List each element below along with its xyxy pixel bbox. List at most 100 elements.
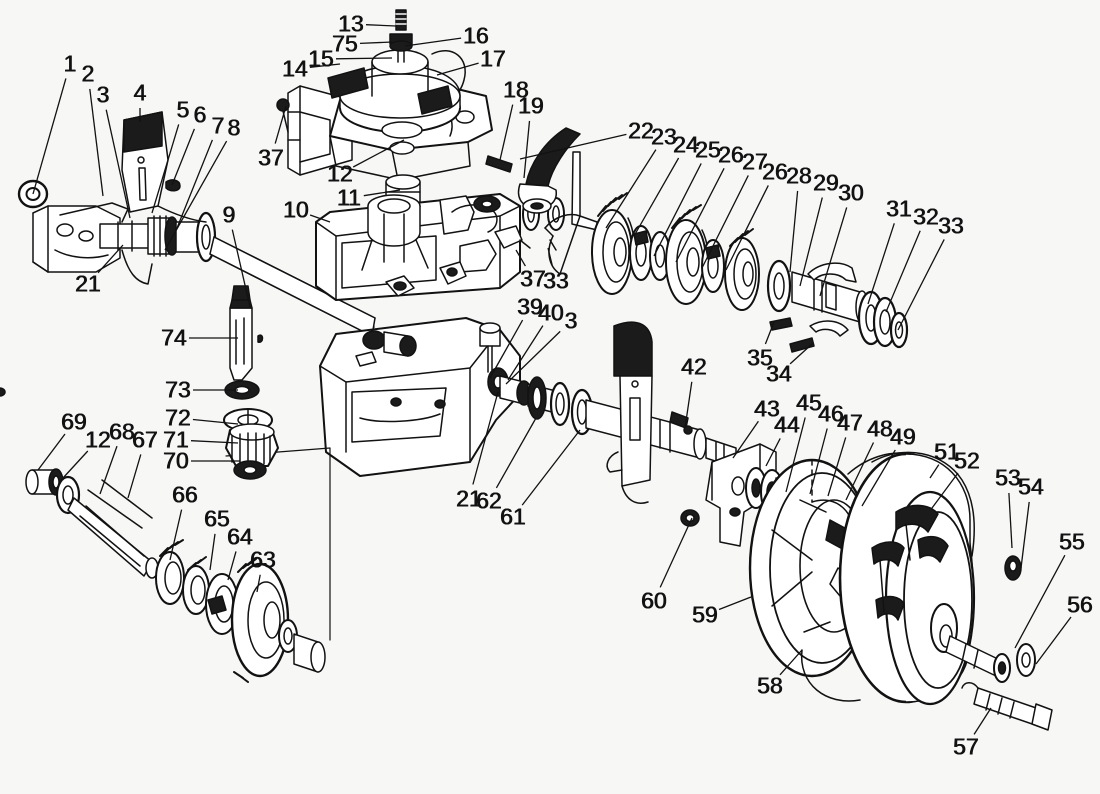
leader-line-40 — [507, 325, 544, 381]
top-control-assembly — [276, 9, 493, 226]
callout-number-65: 65 — [204, 505, 230, 532]
callout-number-13: 13 — [338, 10, 364, 37]
leader-line-47 — [827, 437, 847, 497]
callout-number-47: 47 — [837, 409, 863, 436]
leader-line-22 — [519, 133, 627, 160]
callout-number-48: 48 — [867, 415, 893, 442]
leader-line-10 — [309, 214, 331, 223]
leader-line-62 — [495, 417, 537, 489]
callout-number-29: 29 — [813, 169, 839, 196]
leader-line-23 — [605, 149, 657, 229]
callout-number-12: 12 — [327, 160, 353, 187]
callout-number-59: 59 — [692, 601, 718, 628]
leader-line-43 — [732, 420, 759, 459]
callout-number-25: 25 — [695, 136, 721, 163]
leader-line-7 — [176, 139, 214, 229]
leader-line-53 — [1008, 492, 1013, 549]
callout-number-43: 43 — [754, 395, 780, 422]
callout-number-33: 33 — [938, 212, 964, 239]
callout-number-73: 73 — [165, 376, 191, 403]
leader-line-32 — [885, 230, 921, 313]
callout-number-17: 17 — [480, 45, 506, 72]
leader-line-65 — [209, 533, 216, 571]
leader-line-44 — [765, 438, 781, 467]
callout-number-24: 24 — [673, 131, 699, 158]
callout-number-18: 18 — [503, 76, 529, 103]
leader-line-34 — [789, 343, 813, 365]
leader-line-13 — [365, 24, 397, 27]
callout-number-37: 37 — [258, 144, 284, 171]
leader-line-46 — [809, 428, 828, 495]
callout-number-9: 9 — [222, 201, 236, 228]
callout-number-54: 54 — [1018, 473, 1044, 500]
input-shaft-assembly — [99, 111, 376, 337]
leader-line-19 — [523, 120, 531, 179]
leader-line-28 — [789, 190, 799, 273]
leader-line-31 — [867, 223, 895, 305]
leader-line-60 — [659, 517, 693, 588]
leader-line-61 — [521, 429, 581, 506]
upper-gearbox-housing — [315, 193, 565, 301]
callout-number-35: 35 — [747, 344, 773, 371]
leader-line-58 — [779, 649, 803, 676]
leader-line-16 — [404, 37, 462, 47]
callout-number-34: 34 — [766, 360, 792, 387]
leader-line-6 — [171, 128, 196, 186]
callout-number-3: 3 — [96, 81, 110, 108]
leader-line-27 — [701, 175, 749, 269]
leader-line-55 — [1014, 554, 1066, 649]
callout-number-56: 56 — [1067, 591, 1093, 618]
callout-number-40: 40 — [538, 299, 564, 326]
leader-line-5 — [151, 124, 180, 214]
callout-number-22: 22 — [628, 117, 654, 144]
leader-line-66 — [169, 509, 183, 561]
leader-line-72 — [192, 418, 239, 425]
callout-number-60: 60 — [641, 587, 667, 614]
callout-number-58: 58 — [757, 672, 783, 699]
callout-number-55: 55 — [1059, 528, 1085, 555]
callout-number-26: 26 — [718, 141, 744, 168]
leader-line-64 — [227, 551, 237, 581]
leader-line-8 — [164, 140, 228, 251]
callout-number-14: 14 — [282, 55, 308, 82]
leader-line-56 — [1035, 616, 1072, 665]
leader-line-14 — [309, 63, 341, 68]
leader-line-3 — [105, 109, 131, 219]
callout-number-26: 26 — [762, 158, 788, 185]
brake-band-bracket — [606, 321, 693, 504]
callout-number-21: 21 — [456, 485, 482, 512]
leader-line-39 — [489, 319, 524, 379]
callout-number-11: 11 — [337, 184, 361, 211]
leader-line-52 — [931, 472, 959, 509]
wheel-tire-assembly — [800, 451, 1053, 731]
leader-line-33 — [547, 247, 554, 267]
leader-line-48 — [845, 442, 875, 501]
leader-line-17 — [436, 62, 479, 76]
leader-line-42 — [684, 381, 693, 429]
callout-number-33: 33 — [543, 267, 569, 294]
callout-number-8: 8 — [227, 114, 241, 141]
leader-line-24 — [633, 157, 680, 237]
callout-number-70: 70 — [163, 447, 189, 474]
leader-line-12 — [352, 139, 405, 168]
leader-line-54 — [1020, 501, 1030, 569]
leader-line-30 — [819, 207, 848, 297]
callout-number-16: 16 — [463, 22, 489, 49]
left-mount-bracket — [17, 179, 129, 273]
callout-number-42: 42 — [681, 353, 707, 380]
leader-line-2 — [89, 88, 104, 197]
callout-number-44: 44 — [774, 411, 800, 438]
callout-number-27: 27 — [742, 148, 768, 175]
callout-number-64: 64 — [227, 523, 253, 550]
lower-left-axle-gears — [25, 447, 331, 683]
leader-line-9 — [231, 229, 251, 308]
leader-line-18 — [499, 104, 514, 161]
leader-line-37 — [515, 249, 526, 267]
callout-number-62: 62 — [476, 487, 502, 514]
leader-line-25 — [653, 163, 702, 257]
callout-number-72: 72 — [165, 404, 191, 431]
callout-number-71: 71 — [163, 426, 189, 453]
callout-number-68: 68 — [109, 418, 135, 445]
